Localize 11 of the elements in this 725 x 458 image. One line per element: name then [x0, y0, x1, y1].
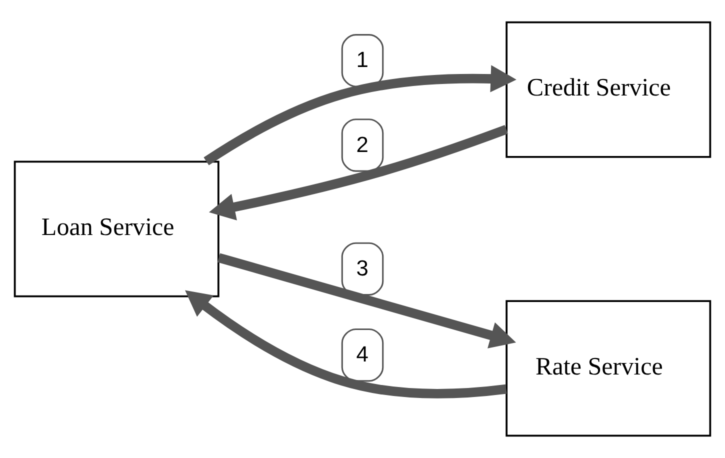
arrow — [204, 65, 516, 166]
node-box: Loan Service — [14, 160, 220, 298]
node-box: Rate Service — [506, 300, 712, 437]
edge-label: 4 — [356, 342, 368, 367]
arrow — [218, 253, 516, 348]
edge-label: 2 — [356, 132, 368, 157]
arrow — [185, 290, 507, 398]
edge-label: 3 — [356, 256, 368, 281]
node-box: Credit Service — [506, 21, 712, 158]
edge-label: 1 — [356, 47, 368, 72]
arrow — [208, 124, 508, 220]
